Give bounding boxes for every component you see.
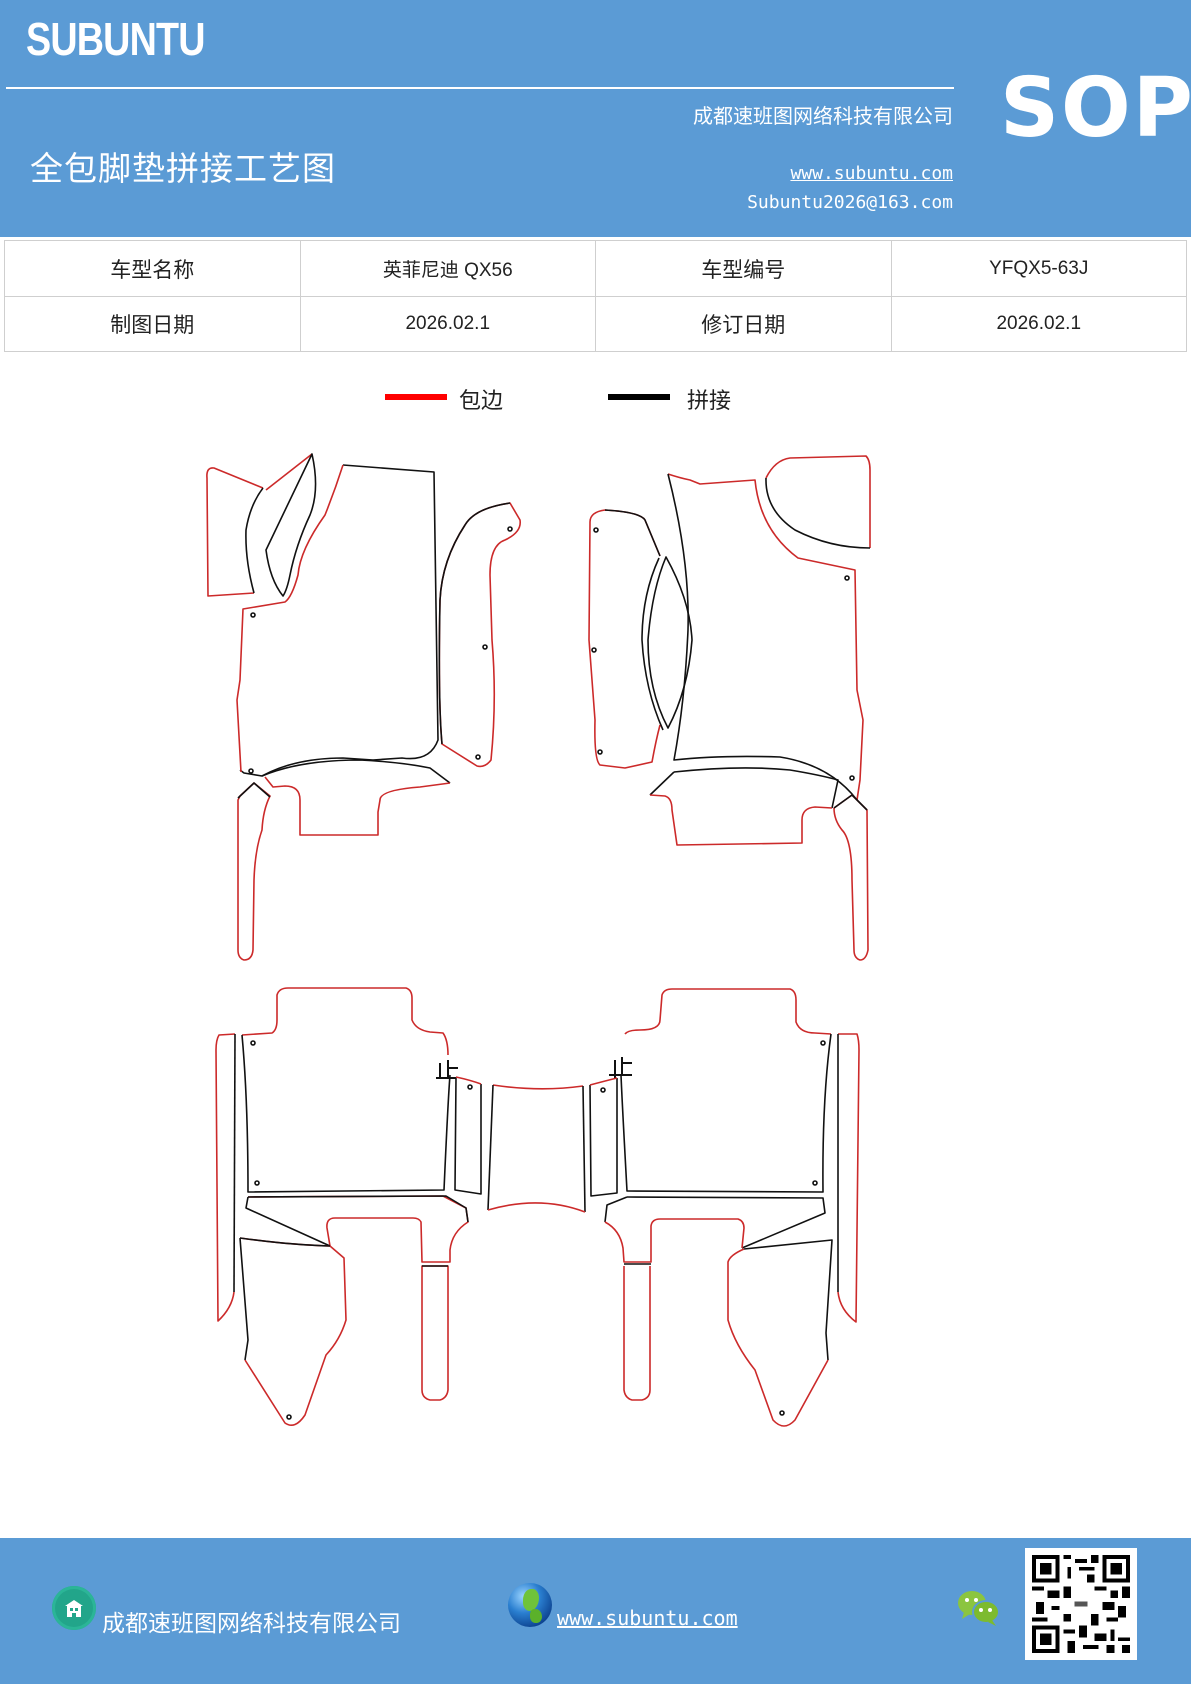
footer-website-link[interactable]: www.subuntu.com: [557, 1606, 738, 1630]
legend-swatch-edge: [385, 394, 447, 400]
mat-pattern-svg: 止: [206, 453, 871, 1427]
header-company-name: 成都速班图网络科技有限公司: [693, 104, 953, 128]
header-divider: [6, 87, 954, 89]
footer-company-name: 成都速班图网络科技有限公司: [102, 1611, 401, 1637]
legend-label-edge: 包边: [459, 389, 504, 414]
label-cell: 车型编号: [595, 240, 892, 297]
qr-code: [1025, 1548, 1137, 1660]
table-row: 车型名称 英菲尼迪 QX56 车型编号 YFQX5-63J: [4, 240, 1187, 297]
brand-logo: SUBUNTU: [26, 13, 205, 65]
label-cell: 制图日期: [4, 296, 301, 352]
document-title: 全包脚垫拼接工艺图: [30, 149, 336, 188]
label-cell: 车型名称: [4, 240, 301, 297]
wechat-icon[interactable]: [956, 1588, 1002, 1628]
sop-badge: SOP: [1000, 61, 1191, 156]
legend-label-seam: 拼接: [687, 389, 732, 414]
value-cell: 2026.02.1: [299, 296, 596, 352]
svg-text:止: 止: [437, 1076, 438, 1079]
legend: 包边 拼接: [0, 380, 1191, 420]
vehicle-info-table: 车型名称 英菲尼迪 QX56 车型编号 YFQX5-63J 制图日期 2026.…: [4, 240, 1187, 352]
page-footer: 成都速班图网络科技有限公司 www.subuntu.com: [0, 1538, 1191, 1684]
value-cell: 2026.02.1: [890, 296, 1187, 352]
page-header: SUBUNTU 成都速班图网络科技有限公司 全包脚垫拼接工艺图 www.subu…: [0, 0, 1191, 237]
value-cell: YFQX5-63J: [890, 240, 1187, 297]
value-cell: 英菲尼迪 QX56: [299, 240, 596, 297]
table-row: 制图日期 2026.02.1 修订日期 2026.02.1: [4, 296, 1187, 352]
header-website-link[interactable]: www.subuntu.com: [790, 163, 953, 184]
header-email: Subuntu2026@163.com: [747, 192, 953, 213]
floor-mat-drawing: 止: [0, 420, 1191, 1440]
building-icon: [52, 1586, 96, 1630]
legend-swatch-seam: [608, 394, 670, 400]
globe-icon: [508, 1583, 552, 1627]
label-cell: 修订日期: [595, 296, 892, 352]
